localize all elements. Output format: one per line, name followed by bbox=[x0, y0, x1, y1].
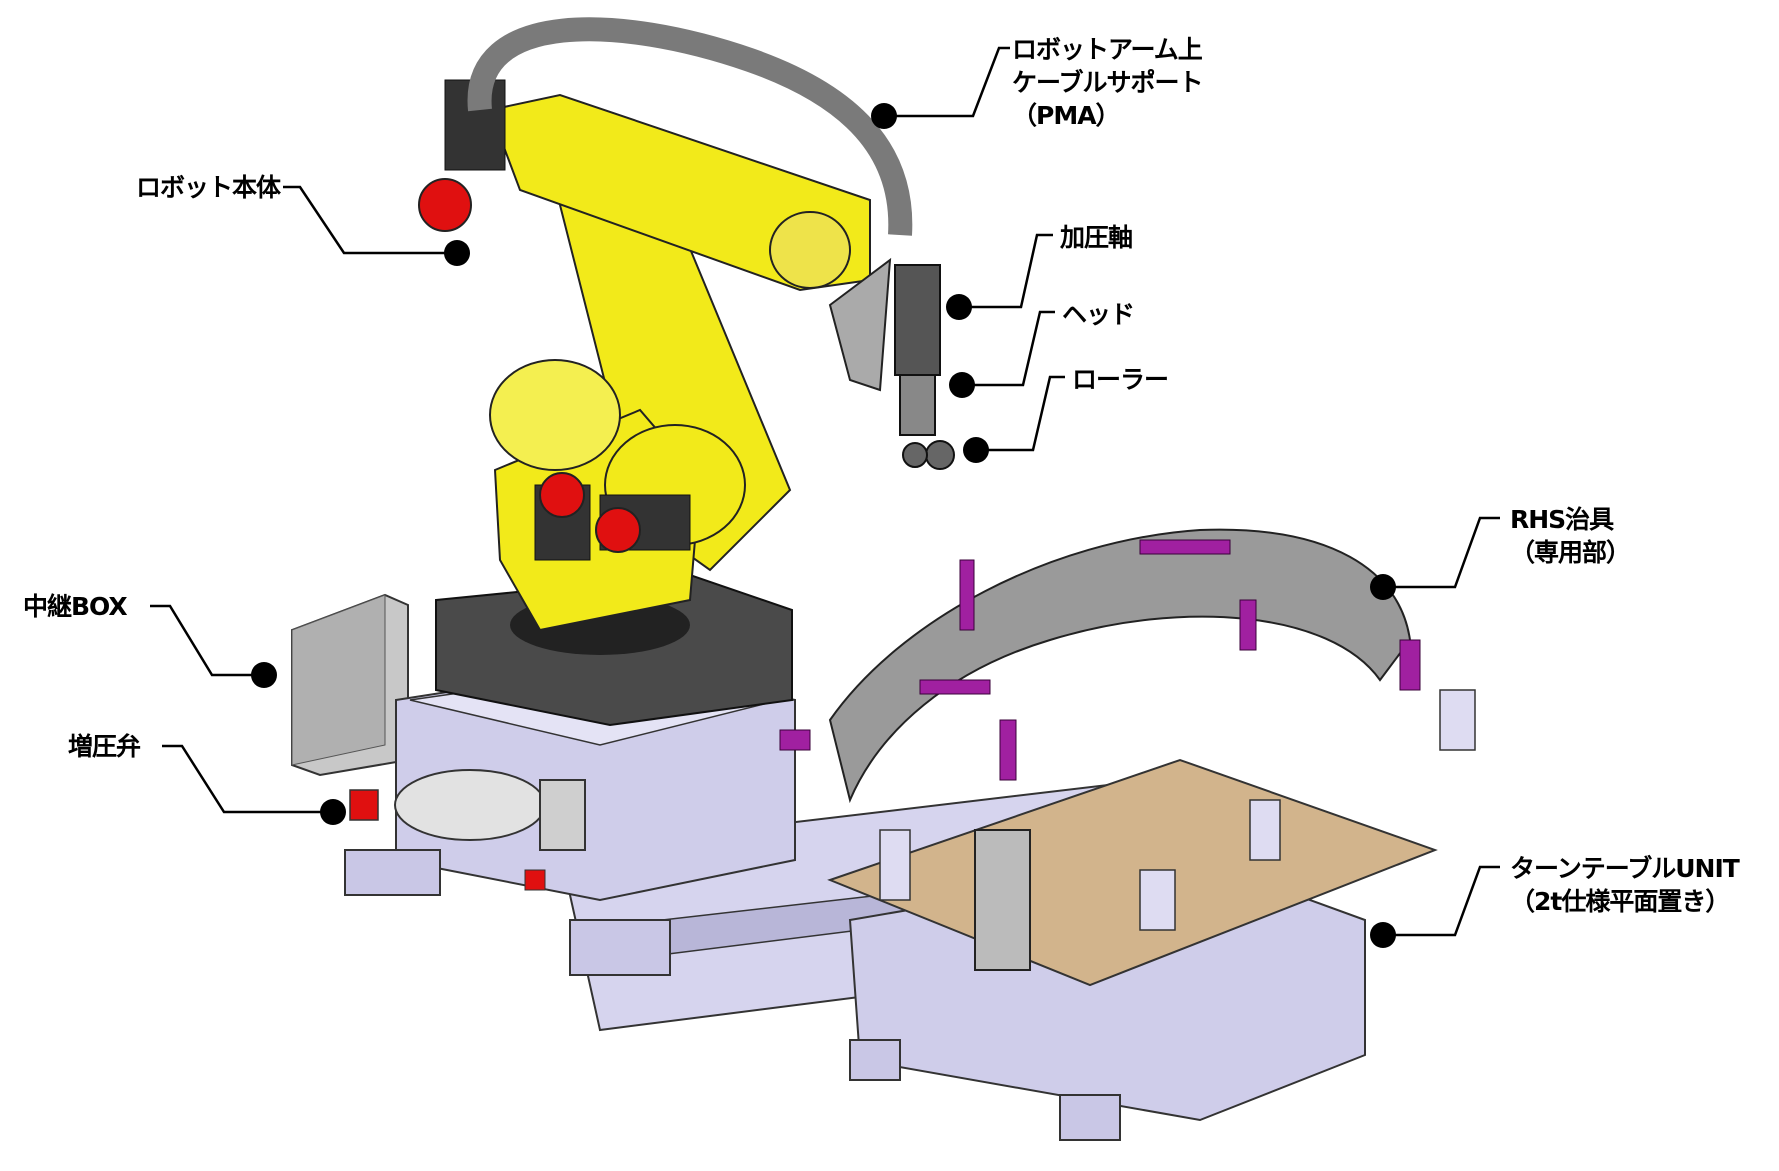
dot-turntable-icon bbox=[1370, 922, 1396, 948]
dot-relay-box-icon bbox=[251, 662, 277, 688]
dot-pressure-axis-icon bbox=[946, 294, 972, 320]
relay-box-shape bbox=[291, 593, 409, 777]
dot-pma-icon bbox=[871, 103, 897, 129]
leader-turntable bbox=[1383, 865, 1500, 937]
dot-booster-valve-icon bbox=[320, 799, 346, 825]
callout-line: （専用部） bbox=[1510, 538, 1631, 567]
leader-booster-valve bbox=[162, 744, 333, 814]
dot-robot-body-icon bbox=[444, 240, 470, 266]
leader-pressure-axis bbox=[959, 233, 1053, 309]
callout-line: ターンテーブルUNIT bbox=[1510, 854, 1740, 883]
dot-rhs-jig-icon bbox=[1370, 574, 1396, 600]
dot-head-icon bbox=[949, 372, 975, 398]
leader-head bbox=[962, 310, 1055, 387]
callout-rhs-jig: RHS治具 （専用部） bbox=[1510, 503, 1631, 569]
callout-turntable-unit: ターンテーブルUNIT （2t仕様平面置き） bbox=[1510, 852, 1740, 918]
callout-pma: ロボットアーム上 ケーブルサポート （PMA） bbox=[1012, 33, 1204, 132]
callout-dots bbox=[251, 103, 1396, 948]
leader-lines bbox=[150, 46, 1500, 937]
callout-relay-box: 中継BOX bbox=[23, 592, 128, 621]
callout-line: （2t仕様平面置き） bbox=[1510, 887, 1730, 916]
motor-cap-icon bbox=[418, 178, 472, 232]
callout-robot-body: ロボット本体 bbox=[136, 173, 281, 202]
callout-roller: ローラー bbox=[1072, 365, 1169, 394]
leader-roller bbox=[976, 375, 1065, 452]
robot-arm bbox=[418, 79, 871, 632]
callout-line: RHS治具 bbox=[1510, 505, 1614, 534]
dot-roller-icon bbox=[963, 437, 989, 463]
callout-line: ロボットアーム上 bbox=[1012, 35, 1203, 64]
leader-rhs-jig bbox=[1383, 516, 1500, 589]
callout-pressure-axis: 加圧軸 bbox=[1060, 223, 1133, 252]
rhs-jig-shape bbox=[779, 528, 1476, 971]
leader-relay-box bbox=[150, 604, 264, 677]
roller-head-shape bbox=[828, 257, 955, 470]
callout-line: ケーブルサポート bbox=[1012, 68, 1204, 97]
cable-support-shape bbox=[467, 17, 913, 236]
callout-booster-valve: 増圧弁 bbox=[68, 732, 141, 761]
leader-robot-body bbox=[283, 185, 457, 255]
callout-head: ヘッド bbox=[1062, 300, 1135, 329]
callout-line: （PMA） bbox=[1012, 101, 1121, 130]
booster-valve-shape bbox=[349, 769, 586, 891]
leader-pma bbox=[884, 46, 1010, 118]
